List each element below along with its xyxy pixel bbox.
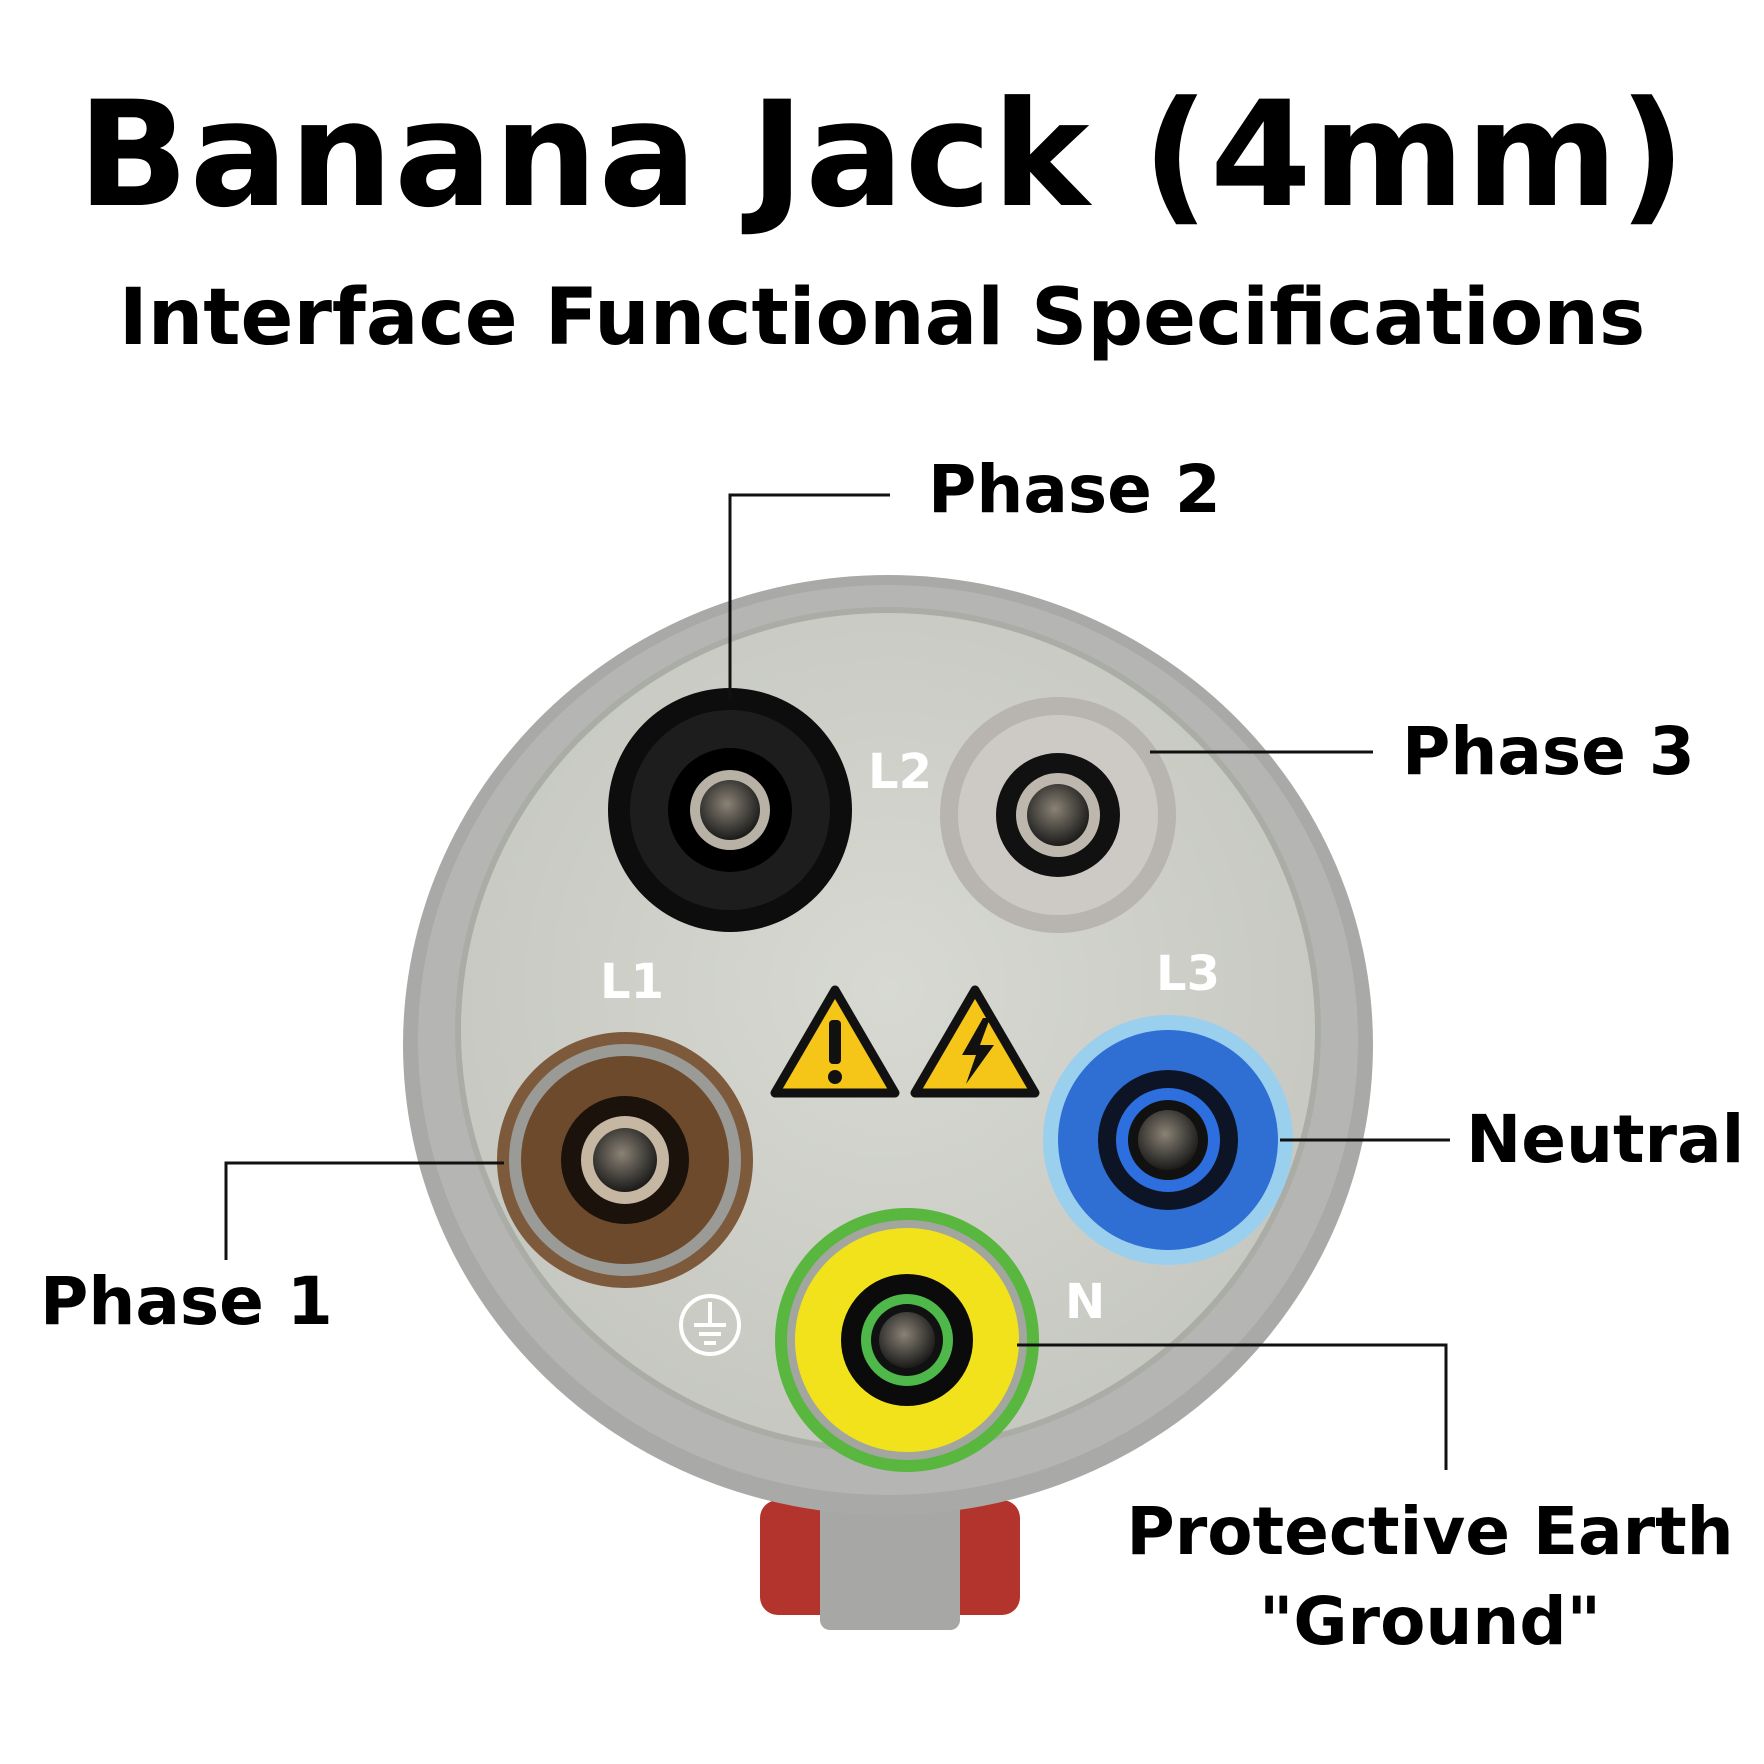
- phase3-jack: [940, 697, 1176, 933]
- phase2-callout: Phase 2: [928, 451, 1221, 528]
- phase3-callout: Phase 3: [1402, 713, 1695, 790]
- cable-stub: [760, 1480, 1020, 1630]
- protective-earth-line2: "Ground": [1258, 1583, 1602, 1660]
- l3-label: L3: [1156, 946, 1220, 1002]
- l1-label: L1: [600, 954, 664, 1010]
- leader-lines: [224, 493, 1450, 1470]
- protective-earth-line1: Protective Earth: [1126, 1493, 1734, 1570]
- protective-earth-callout: Protective Earth "Ground": [1110, 1487, 1750, 1667]
- phase1-callout: Phase 1: [40, 1263, 333, 1340]
- phase1-leader: [224, 1161, 504, 1260]
- earth-jack: [775, 1208, 1039, 1472]
- high-voltage-icon: [910, 985, 1040, 1098]
- warning-exclamation-icon: [770, 985, 900, 1098]
- page-subtitle: Interface Functional Specifications: [118, 273, 1646, 363]
- phase1-jack: [497, 1032, 753, 1288]
- earth-leader: [1017, 1343, 1448, 1470]
- neutral-callout: Neutral: [1466, 1101, 1745, 1178]
- n-label: N: [1065, 1274, 1105, 1330]
- protective-earth-icon: [679, 1294, 741, 1356]
- phase2-jack: [608, 688, 852, 932]
- page-title: Banana Jack (4mm): [77, 70, 1687, 240]
- l2-label: L2: [868, 744, 932, 800]
- phase2-leader: [728, 493, 890, 700]
- neutral-jack: [1043, 1015, 1293, 1265]
